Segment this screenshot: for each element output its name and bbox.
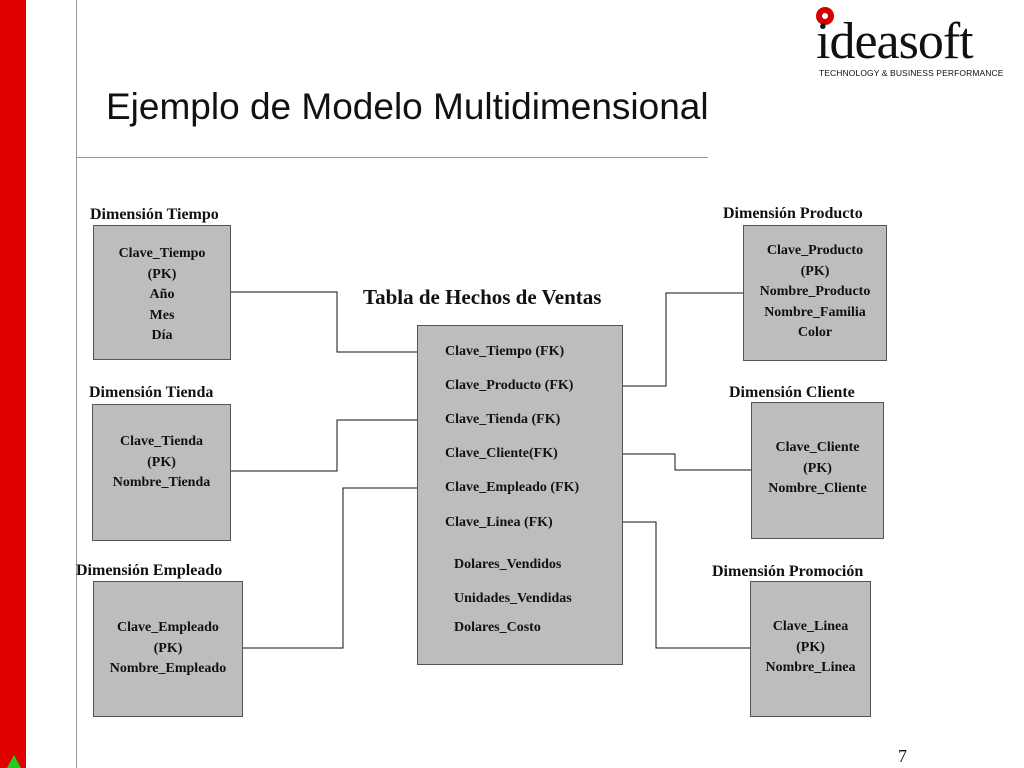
dimension-field: Clave_Linea [772,619,849,634]
side-accent-bar [0,0,26,768]
fact-key: Clave_Cliente(FK) [445,446,558,461]
dimension-tiempo-box: Clave_Tiempo (PK) Año Mes Día [93,225,231,360]
dimension-promocion-box: Clave_Linea (PK) Nombre_Linea [750,581,871,717]
company-logo: ideasoft TECHNOLOGY & BUSINESS PERFORMAN… [812,6,1012,82]
dimension-field: Nombre_Empleado [109,661,227,676]
title-underline [76,157,708,158]
dimension-field: (PK) [147,454,176,470]
dimension-field: (PK) [153,640,183,656]
vertical-rule [76,0,77,768]
fact-measure: Unidades_Vendidas [454,591,572,606]
logo-tagline: TECHNOLOGY & BUSINESS PERFORMANCE [819,68,1004,78]
dimension-field: Color [797,325,833,340]
dimension-field: Nombre_Familia [764,304,866,320]
dimension-empleado-label: Dimensión Empleado [76,562,223,579]
dimension-field: Mes [149,307,175,323]
dimension-field: Clave_Cliente [775,440,860,455]
fact-key: Clave_Producto (FK) [445,378,574,393]
logo-wordmark: ideasoft [816,13,974,70]
logo-dot-icon [816,7,834,25]
fact-measure: Dolares_Costo [454,620,541,635]
fact-key: Clave_Empleado (FK) [445,480,580,495]
nav-up-arrow-icon[interactable] [7,755,21,768]
dimension-field: (PK) [803,460,832,476]
dimension-field: (PK) [796,639,825,655]
dimension-field: Clave_Tiempo [118,246,206,261]
fact-key: Clave_Linea (FK) [445,515,553,530]
fact-key: Clave_Tienda (FK) [445,412,561,427]
connector-tienda [230,419,447,472]
dimension-field: Clave_Tienda [120,434,203,449]
dimension-cliente-box: Clave_Cliente (PK) Nombre_Cliente [751,402,884,539]
fact-measure: Dolares_Vendidos [454,557,562,572]
dimension-producto-label: Dimensión Producto [723,205,863,222]
dimension-field: (PK) [800,263,830,279]
dimension-cliente-label: Dimensión Cliente [729,384,855,401]
dimension-field: Clave_Producto [766,243,864,258]
fact-key: Clave_Tiempo (FK) [445,344,565,359]
dimension-tienda-label: Dimensión Tienda [89,384,214,401]
dimension-tiempo-label: Dimensión Tiempo [90,206,219,223]
dimension-field: Año [149,287,175,302]
fact-table-title: Tabla de Hechos de Ventas [363,285,602,309]
dimension-field: Nombre_Tienda [112,475,211,490]
dimension-field: Nombre_Linea [765,660,856,675]
dimension-field: Día [151,328,173,343]
dimension-field: Clave_Empleado [117,620,219,635]
page-number: 7 [898,746,907,766]
fact-table-box [417,325,623,665]
dimension-tienda-box: Clave_Tienda (PK) Nombre_Tienda [92,404,231,541]
dimension-field: Nombre_Cliente [768,481,867,496]
dimension-producto-box: Clave_Producto (PK) Nombre_Producto Nomb… [743,225,887,361]
slide-title: Ejemplo de Modelo Multidimensional [106,86,709,127]
dimension-field: Nombre_Producto [759,284,871,299]
dimension-empleado-box: Clave_Empleado (PK) Nombre_Empleado [93,581,243,717]
dimension-promocion-label: Dimensión Promoción [712,563,864,580]
dimension-field: (PK) [147,266,177,282]
connector-cliente [618,453,752,471]
